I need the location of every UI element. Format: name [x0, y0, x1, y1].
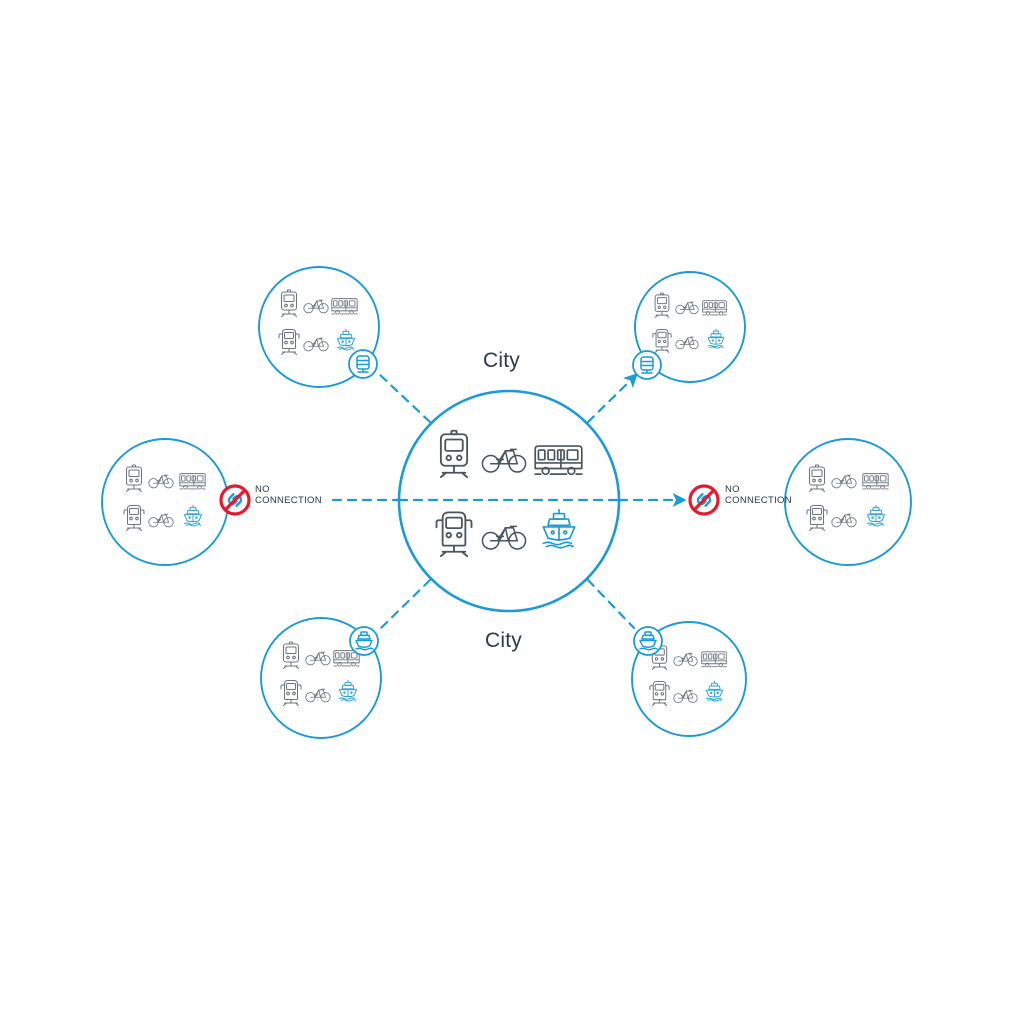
- connector-bottom-right[interactable]: [586, 578, 636, 630]
- bicycle-icon: [305, 651, 331, 666]
- bicycle-icon: [673, 652, 698, 667]
- prohibition-slash: [224, 489, 246, 511]
- bicycle-icon: [675, 336, 699, 350]
- connector-top-left[interactable]: [376, 371, 432, 424]
- no-connection-label-left-line1: NO: [255, 484, 270, 495]
- bicycle-icon: [148, 474, 174, 489]
- satellite-circle-outline: [101, 438, 229, 566]
- satellite-circle-outline: [631, 621, 747, 737]
- bicycle-icon: [148, 513, 174, 528]
- connector-bottom-left[interactable]: [377, 578, 432, 632]
- satellite-circle-outline: [634, 271, 746, 383]
- tram-icon: [808, 464, 826, 492]
- bicycle-icon: [303, 337, 329, 352]
- tram-front-icon: [806, 504, 828, 531]
- no-connection-label-left-line2: CONNECTION: [255, 495, 322, 506]
- bus-icon: [862, 473, 889, 490]
- satellite-top-right[interactable]: [632, 271, 746, 383]
- bus-icon: [702, 300, 727, 316]
- bicycle-icon: [831, 513, 857, 528]
- bus-icon: [179, 473, 206, 490]
- badge-bottom-right[interactable]: [633, 626, 663, 656]
- ferry-icon: [338, 679, 358, 702]
- satellite-right[interactable]: [784, 438, 912, 566]
- bicycle-icon: [831, 474, 857, 489]
- tram-front-icon: [649, 680, 670, 706]
- no-connection-label-right-line2: CONNECTION: [725, 495, 792, 506]
- bicycle-icon: [305, 688, 331, 703]
- ferry-icon: [707, 328, 725, 349]
- satellite-top-left[interactable]: [258, 266, 380, 388]
- bicycle-icon: [673, 689, 698, 704]
- satellite-circle-outline: [258, 266, 380, 388]
- badge-bottom-left[interactable]: [349, 626, 379, 656]
- no-connection-label-left: NO CONNECTION: [255, 484, 322, 506]
- tram-front-icon: [280, 679, 302, 706]
- ferry-icon: [705, 680, 724, 702]
- no-connection-left[interactable]: [219, 484, 251, 516]
- tram-front-icon: [123, 504, 145, 531]
- no-connection-label-right: NO CONNECTION: [725, 484, 792, 506]
- bicycle-icon: [675, 301, 699, 315]
- tram-icon: [125, 464, 143, 492]
- tram-icon: [280, 289, 298, 317]
- hub-circle-outline: [397, 389, 621, 613]
- badge-top-right[interactable]: [632, 350, 662, 380]
- city-label-top: City: [483, 349, 520, 372]
- tram-icon: [654, 292, 670, 318]
- satellite-circle-outline: [784, 438, 912, 566]
- satellite-bottom-right[interactable]: [631, 621, 747, 737]
- bicycle-icon: [303, 299, 329, 314]
- bus-icon: [331, 298, 358, 315]
- satellite-circle-outline: [260, 617, 382, 739]
- satellite-left[interactable]: [101, 438, 229, 566]
- tram-front-icon: [278, 328, 300, 355]
- connector-group: [331, 371, 687, 632]
- satellite-bottom-left[interactable]: [260, 617, 382, 739]
- ferry-icon: [866, 504, 886, 527]
- tram-front-icon: [652, 328, 672, 353]
- badge-top-left[interactable]: [348, 349, 378, 379]
- hub-city-node[interactable]: [397, 389, 621, 613]
- ferry-icon: [336, 328, 356, 351]
- tram-icon: [282, 641, 300, 669]
- connector-top-right[interactable]: [586, 373, 638, 424]
- city-label-bottom: City: [485, 629, 522, 652]
- bus-icon: [701, 651, 727, 668]
- no-connection-label-right-line1: NO: [725, 484, 740, 495]
- ferry-icon: [183, 504, 203, 527]
- prohibition-slash: [692, 489, 716, 511]
- no-connection-right[interactable]: [688, 484, 720, 516]
